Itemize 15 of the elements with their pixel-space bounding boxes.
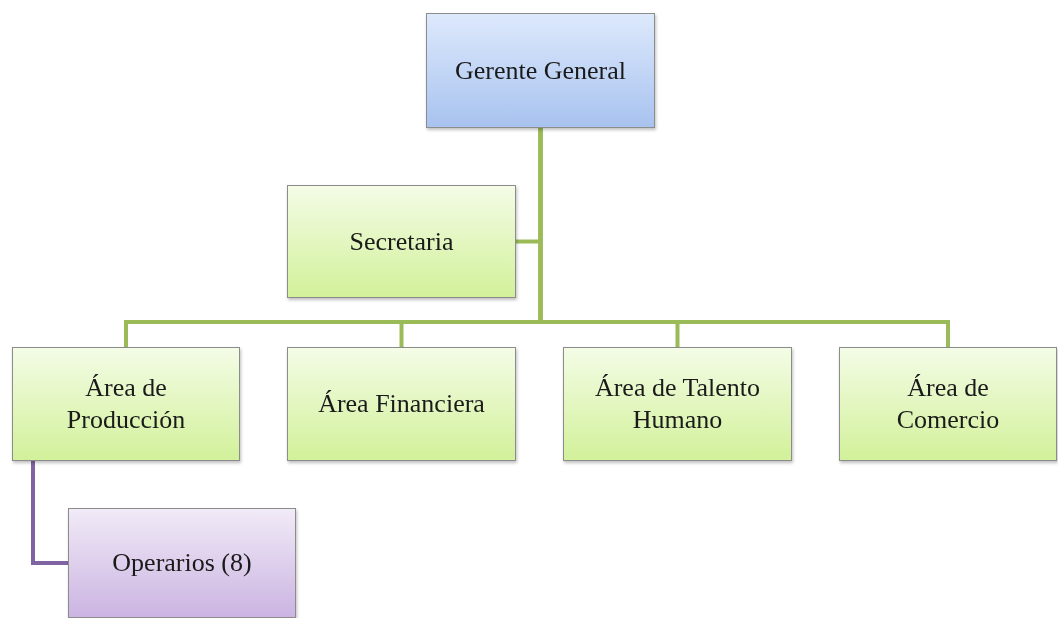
box-label: Área de Talento Humano	[593, 372, 762, 436]
org-box	[839, 347, 1057, 461]
org-box	[426, 13, 655, 128]
connector-line	[31, 461, 68, 565]
box-label: Área de Comercio	[895, 372, 1001, 436]
box-label: Área de Producción	[65, 372, 187, 436]
org-box	[287, 347, 516, 461]
box-label: Operarios (8)	[111, 547, 253, 579]
org-box	[68, 508, 296, 618]
org-box	[12, 347, 240, 461]
org-box	[563, 347, 792, 461]
org-box	[287, 185, 516, 298]
box-label: Secretaria	[348, 225, 455, 258]
box-label: Área Financiera	[317, 388, 486, 420]
box-label: Gerente General	[453, 54, 628, 87]
